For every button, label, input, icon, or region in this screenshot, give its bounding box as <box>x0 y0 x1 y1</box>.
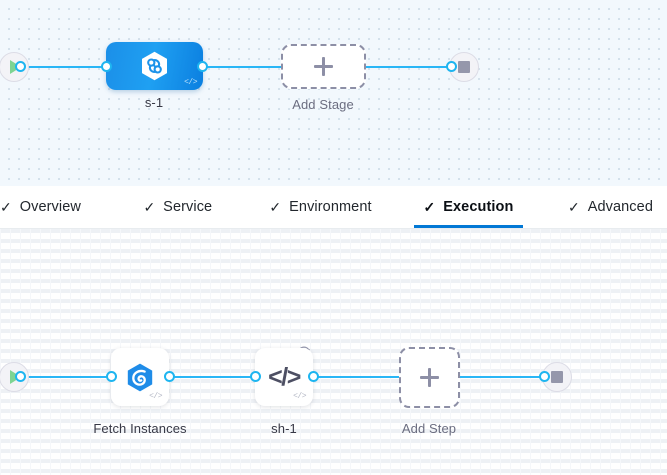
port-start-out[interactable] <box>15 61 26 72</box>
tab-overview-label: Overview <box>19 199 81 215</box>
check-icon: ✓ <box>269 199 282 215</box>
step-node-sh-1[interactable]: </> </> <box>255 348 313 406</box>
edge-stage-to-add <box>200 66 282 68</box>
check-icon: ✓ <box>567 199 580 215</box>
tab-environment-label: Environment <box>289 199 372 215</box>
add-step-button[interactable] <box>399 347 460 408</box>
stop-icon <box>458 61 470 73</box>
tab-service[interactable]: ✓ Service <box>129 186 226 228</box>
execution-graph-canvas[interactable]: </> Fetch Instances </> </> sh-1 <box>0 229 667 475</box>
port-exec-start-out[interactable] <box>15 371 26 382</box>
edge-start-to-fetch <box>20 376 115 378</box>
stage-config-tabs[interactable]: ✓ Overview ✓ Service ✓ Environment ✓ Exe… <box>0 186 667 229</box>
edge-sh1-to-add <box>312 376 400 378</box>
stop-icon <box>551 371 563 383</box>
edge-fetch-to-sh1 <box>168 376 258 378</box>
shell-script-code-icon: </> <box>268 362 301 391</box>
port-end-in[interactable] <box>446 61 457 72</box>
check-icon: ✓ <box>143 199 156 215</box>
tab-advanced[interactable]: ✓ Advanced <box>554 186 667 228</box>
stage-node-s-1[interactable]: </> <box>106 42 203 90</box>
tab-spacer <box>226 186 255 228</box>
plus-icon <box>314 57 333 76</box>
tab-spacer <box>95 186 129 228</box>
step-label-fetch-instances: Fetch Instances <box>93 421 187 436</box>
add-stage-button[interactable] <box>281 44 366 89</box>
harness-hexagon-icon <box>141 51 168 81</box>
tab-execution[interactable]: ✓ Execution <box>410 186 528 228</box>
port-fetch-out[interactable] <box>164 371 175 382</box>
edge-add-to-end <box>365 66 452 68</box>
step-node-fetch-instances[interactable]: </> <box>111 348 169 406</box>
tab-execution-label: Execution <box>443 199 514 215</box>
check-icon: ✓ <box>0 199 12 215</box>
canvas-grid <box>0 229 667 475</box>
port-stage-out[interactable] <box>197 61 208 72</box>
stage-node-label: s-1 <box>144 95 164 110</box>
fetch-instances-hexagon-icon <box>127 363 153 391</box>
tab-service-label: Service <box>163 199 213 215</box>
stage-graph-canvas[interactable]: </> s-1 Add Stage <box>0 0 667 186</box>
stage-code-badge-icon: </> <box>184 78 197 87</box>
edge-start-to-stage <box>20 66 110 68</box>
check-icon: ✓ <box>423 199 436 215</box>
tab-environment[interactable]: ✓ Environment <box>255 186 385 228</box>
tab-spacer <box>386 186 410 228</box>
step-code-badge-icon: </> <box>293 392 306 401</box>
port-sh1-in[interactable] <box>250 371 261 382</box>
tab-spacer <box>527 186 554 228</box>
step-label-sh-1: sh-1 <box>271 421 297 436</box>
port-sh1-out[interactable] <box>308 371 319 382</box>
edge-add-to-end <box>460 376 550 378</box>
step-code-badge-icon: </> <box>149 392 162 401</box>
port-fetch-in[interactable] <box>106 371 117 382</box>
tab-advanced-label: Advanced <box>587 199 653 215</box>
port-exec-end-in[interactable] <box>539 371 550 382</box>
add-stage-label: Add Stage <box>292 97 354 112</box>
port-stage-in[interactable] <box>101 61 112 72</box>
add-step-label: Add Step <box>401 421 457 436</box>
plus-icon <box>420 368 439 387</box>
tab-overview[interactable]: ✓ Overview <box>0 186 95 228</box>
